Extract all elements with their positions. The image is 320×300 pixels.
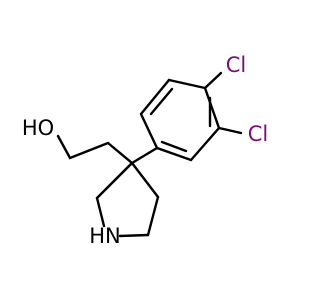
- bond-ring-to-cl-top: [203, 71, 223, 90]
- pyrrolidine-ring: [95, 161, 160, 238]
- ring-bond-c3-c4: [167, 78, 207, 90]
- pyrrolidine-bond-n-c2: [95, 196, 106, 228]
- pyrrolidine-bond-c4-c5: [146, 195, 160, 237]
- chlorine-label-right: Cl: [248, 122, 269, 146]
- benzene-ring: [139, 78, 221, 162]
- ring-bond-c4-c5: [203, 86, 221, 130]
- molecule-structure-diagram: Cl Cl HO HN: [22, 53, 269, 248]
- ring-bond-c5-c6: [189, 126, 221, 162]
- bond-ch2-to-ch2: [68, 141, 110, 160]
- pyrrolidine-bond-c2-c3: [95, 161, 134, 200]
- bond-ring-to-cl-right: [217, 126, 243, 135]
- ring-bond-c1-c2: [139, 112, 159, 150]
- amine-label: HN: [89, 224, 121, 248]
- ring-bond-c6-c1: [155, 146, 193, 162]
- ring-double-bond-inner-1: [149, 87, 174, 116]
- pyrrolidine-bond-c5-n: [118, 233, 150, 238]
- ring-double-bond-inner-3: [160, 140, 188, 153]
- pyrrolidine-bond-c3-c4: [130, 161, 160, 199]
- hydroxyl-label: HO: [22, 116, 54, 140]
- bond-ch2-to-oxygen: [56, 134, 72, 160]
- ring-bond-c2-c3: [139, 78, 171, 116]
- chlorine-label-top: Cl: [226, 53, 247, 77]
- bond-ring-to-quaternary-carbon: [130, 146, 159, 165]
- bond-quaternary-to-ch2: [106, 141, 134, 165]
